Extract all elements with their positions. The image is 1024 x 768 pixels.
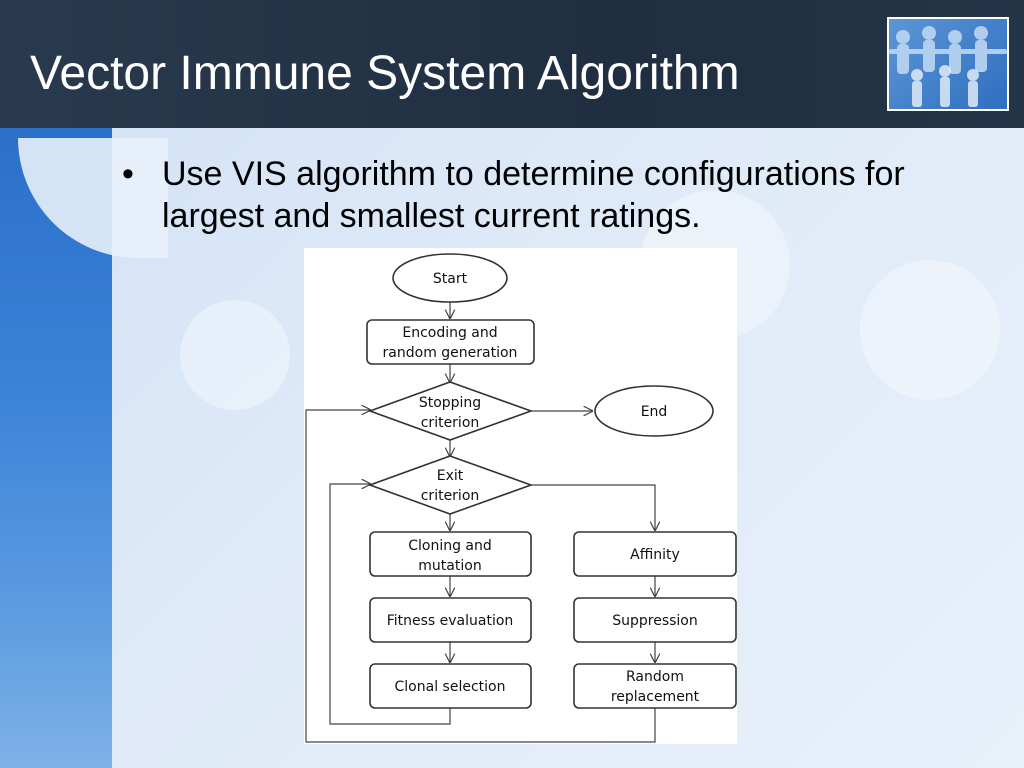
bullet-marker: •	[122, 155, 134, 193]
stopping-label: Stopping	[419, 395, 481, 411]
left-decorative-band	[0, 128, 168, 768]
stopping-label: criterion	[421, 415, 480, 431]
encoding-label: random generation	[383, 345, 518, 361]
cloning-label: Cloning and	[408, 538, 492, 554]
affinity-label: Affinity	[630, 547, 680, 563]
suppression-node	[573, 597, 737, 643]
background-shape	[180, 300, 290, 410]
flowchart-image: Start Encoding and random generation Sto…	[304, 248, 737, 744]
cloning-node	[369, 531, 532, 577]
exit-criterion-node	[367, 455, 534, 515]
exit-label: Exit	[437, 468, 464, 484]
fitness-label: Fitness evaluation	[387, 613, 514, 629]
title-bar: Vector Immune System Algorithm	[0, 0, 1024, 128]
paper-people-chain-icon	[887, 17, 1009, 111]
random-replacement-label: replacement	[611, 689, 700, 705]
suppression-label: Suppression	[612, 613, 698, 629]
cloning-label: mutation	[418, 558, 481, 574]
clonal-label: Clonal selection	[395, 679, 506, 695]
exit-label: criterion	[421, 488, 480, 504]
random-replacement-node	[573, 663, 737, 709]
fitness-node	[369, 597, 532, 643]
encoding-label: Encoding and	[402, 325, 497, 341]
end-label: End	[641, 404, 668, 420]
encoding-node	[366, 319, 535, 365]
background-shape	[860, 260, 1000, 400]
random-replacement-label: Random	[626, 669, 684, 685]
start-node	[392, 253, 508, 303]
clonal-selection-node	[369, 663, 532, 709]
bullet-text: Use VIS algorithm to determine configura…	[162, 155, 905, 235]
slide-title: Vector Immune System Algorithm	[30, 47, 740, 100]
end-node	[594, 385, 714, 437]
affinity-node	[573, 531, 737, 577]
stopping-criterion-node	[367, 381, 534, 441]
start-label: Start	[433, 271, 468, 287]
